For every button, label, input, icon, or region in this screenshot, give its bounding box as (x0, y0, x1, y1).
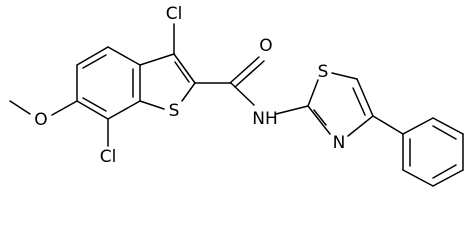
bond-c3a-c4 (107, 46, 141, 66)
bond-camide-o-1 (229, 56, 260, 84)
bond-c4-c5-inner (82, 54, 107, 69)
bond-c6-o (51, 100, 78, 116)
bond-c5t-c4t (356, 78, 374, 117)
bond-c3-c2-inner (174, 61, 190, 83)
atom-label-s-benzothiophene: S (169, 101, 180, 121)
bond-ph1-ph2 (402, 117, 434, 135)
bond-ph2-ph3 (432, 117, 464, 135)
bond-ph4-ph5-inner (432, 164, 457, 179)
bond-c4t-n (347, 115, 374, 137)
atom-label-cl-top: Cl (166, 4, 183, 24)
atom-label-o-methoxy: O (34, 110, 47, 130)
bond-camide-o-2 (234, 60, 265, 88)
bond-c2t-s (307, 79, 319, 107)
bond-ph2-ph3-inner (432, 125, 457, 140)
bond-n-cthiazole (275, 105, 309, 115)
bond-n-c2t-inner (313, 109, 327, 126)
bond-c5t-c4t-inner (352, 87, 366, 116)
bond-c2-s1 (181, 82, 196, 102)
atom-label-nh: NH (252, 109, 278, 129)
bond-n-c2t (307, 105, 331, 135)
bond-ph5-ph6 (402, 169, 434, 187)
atom-label-s-thiazole: S (318, 62, 329, 82)
bond-c6-c7-inner (82, 97, 107, 112)
atom-label-n-thiazole: N (333, 133, 346, 153)
bond-c4t-ph (372, 115, 404, 135)
bonds (9, 23, 464, 187)
bond-o-ch3 (9, 100, 31, 115)
bond-s-c5t (331, 72, 358, 80)
atom-label-o-carbonyl: O (259, 36, 272, 56)
molecule-structure-diagram: Cl O S NH S N O Cl (9, 4, 464, 187)
bond-camide-n (230, 82, 255, 106)
bond-ph4-ph5 (432, 169, 464, 187)
atom-labels: Cl O S NH S N O Cl (34, 4, 345, 167)
bond-s1-c7a (139, 100, 165, 110)
atom-label-cl-bottom: Cl (100, 147, 117, 167)
bond-c3-c2 (173, 53, 196, 84)
bond-c6-c7 (76, 100, 109, 120)
bond-c4-c5 (76, 46, 109, 66)
bond-c3a-c3 (139, 53, 175, 66)
bond-c7-c7a (107, 100, 141, 120)
